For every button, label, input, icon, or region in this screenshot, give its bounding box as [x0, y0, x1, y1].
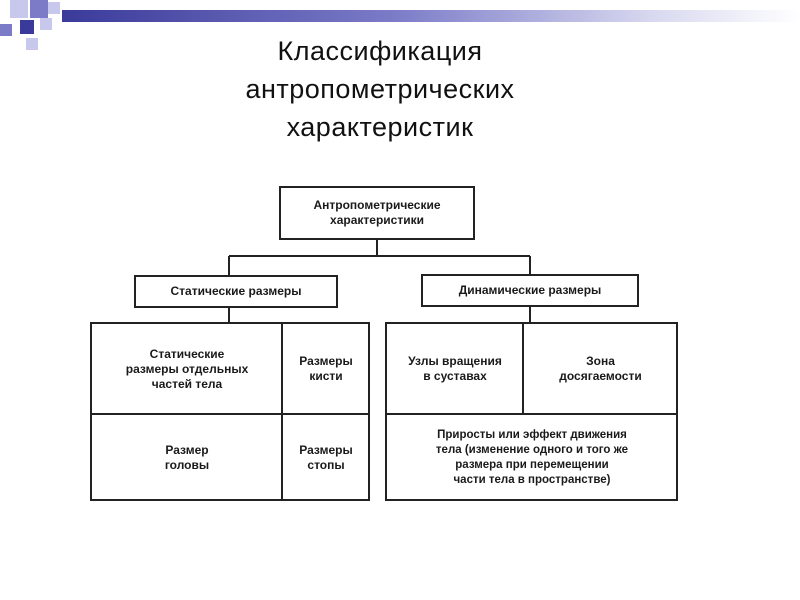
- deco-square: [20, 20, 34, 34]
- dynamic-sizes-node: Динамические размеры: [421, 274, 639, 307]
- static-head-cell: Размер головы: [164, 442, 210, 472]
- deco-square: [26, 38, 38, 50]
- dynamic-grid: [385, 322, 678, 501]
- slide-title: Классификация антропометрических характе…: [245, 36, 515, 142]
- title-accent-bar: [62, 10, 800, 22]
- deco-square: [30, 0, 48, 18]
- static-grid: [90, 322, 370, 501]
- static-hand-cell: Размеры кисти: [299, 354, 353, 383]
- deco-square: [48, 2, 60, 14]
- root-node: Антропометрические характеристики: [279, 186, 475, 240]
- deco-square: [10, 0, 28, 18]
- dynamic-joints-cell: Узлы вращения в суставах: [408, 354, 502, 383]
- static-body-parts-cell: Статические размеры отдельных частей тел…: [125, 346, 249, 391]
- deco-square: [0, 24, 12, 36]
- static-foot-cell: Размеры стопы: [299, 442, 353, 472]
- dynamic-increments-cell: Приросты или эффект движения тела (измен…: [435, 428, 629, 486]
- static-sizes-node: Статические размеры: [134, 275, 338, 308]
- deco-square: [40, 18, 52, 30]
- dynamic-reach-cell: Зона досягаемости: [559, 354, 642, 383]
